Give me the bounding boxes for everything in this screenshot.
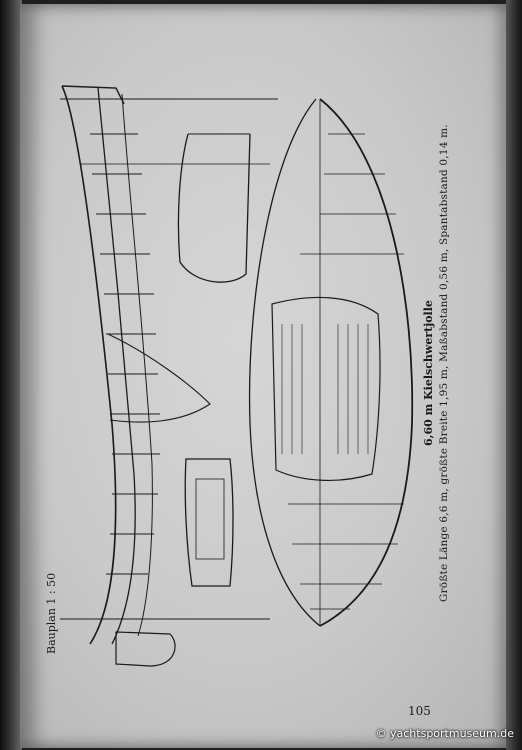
boat-specifications: Größte Länge 6,6 m, größte Breite 1,95 m… (438, 124, 450, 602)
cross-section-upper (177, 133, 251, 283)
rudder (115, 631, 176, 667)
cross-section-lower (184, 458, 234, 587)
construction-drawing (60, 85, 414, 667)
deck-plan-inner (248, 98, 321, 627)
drawing-title: 6,60 m Kielschwertjolle (422, 300, 435, 446)
book-page: Bauplan 1 : 50 6,60 m Kielschwertjolle G… (20, 4, 506, 748)
stem (61, 85, 125, 105)
deck-plan-outline (319, 98, 414, 627)
book-right-edge (506, 0, 522, 750)
sheer-line (121, 93, 153, 637)
keel-line (97, 87, 136, 645)
book-spine-shadow (0, 0, 22, 750)
scale-label: Bauplan 1 : 50 (45, 572, 58, 654)
hull-profile-outline (61, 85, 117, 645)
page-number: 105 (408, 704, 431, 718)
cockpit-outline (271, 296, 381, 481)
centerboard (107, 333, 211, 423)
copyright-watermark: © yachtsportmuseum.de (375, 727, 514, 740)
